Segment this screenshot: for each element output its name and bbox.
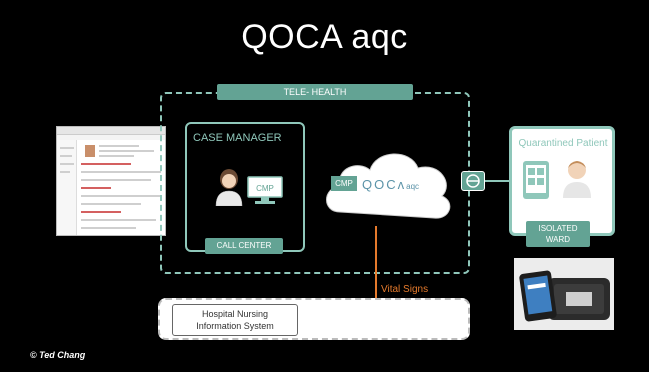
patient-icon [563,161,591,198]
hospital-nursing-system-box: Hospital Nursing Information System [172,304,298,336]
person-icon [215,169,243,206]
tele-health-label: TELE- HEALTH [217,84,413,100]
screenshot-line [81,171,161,173]
screenshot-line [81,187,111,189]
vital-signs-line [375,226,377,322]
screenshot-line [60,155,72,157]
call-center-label: CALL CENTER [205,238,283,254]
screenshot-line [81,195,161,197]
connector-glyph-icon [466,174,480,188]
screenshot-line [99,150,154,152]
tablet-icon [523,161,549,199]
vital-device-photo [514,258,614,330]
screenshot-line [81,163,131,165]
hospital-line2: Information System [196,321,274,331]
connector-icon [461,171,485,191]
screenshot-line [99,145,139,147]
screenshot-browser-bar [57,127,165,135]
isolated-ward-line1: ISOLATED [538,224,578,233]
ehr-screenshot-image [56,126,166,236]
screenshot-line [81,219,156,221]
isolated-ward-label: ISOLATED WARD [526,221,590,247]
monitor-icon: CMP [247,176,283,204]
screenshot-line [60,171,70,173]
slide-title: QOCA aqc [241,18,408,56]
cloud-qoca-logo: QOCᴧaqc [362,177,419,192]
author-credit: © Ted Chang [30,350,86,360]
quarantined-patient-title: Quarantined Patient [518,138,608,149]
vital-signs-label: Vital Signs [381,284,429,295]
screenshot-line [81,203,141,205]
vital-device-illustration [514,258,614,330]
screenshot-patient-photo [85,145,95,157]
case-manager-title: CASE MANAGER [193,132,282,144]
cloud-logo-main: QOCᴧ [362,177,407,192]
cloud-logo-sub: aqc [406,182,420,191]
screenshot-nav [57,135,165,140]
screenshot-line [60,163,74,165]
screenshot-line [60,147,74,149]
hospital-line1: Hospital Nursing [201,309,269,319]
screenshot-line [81,227,136,229]
screenshot-line [81,211,121,213]
cloud-cmp-badge: CMP [331,176,357,191]
monitor-text: CMP [256,184,274,193]
screenshot-line [81,179,151,181]
isolated-ward-line2: WARD [545,235,571,244]
connector-line [485,180,513,182]
screenshot-line [99,155,134,157]
